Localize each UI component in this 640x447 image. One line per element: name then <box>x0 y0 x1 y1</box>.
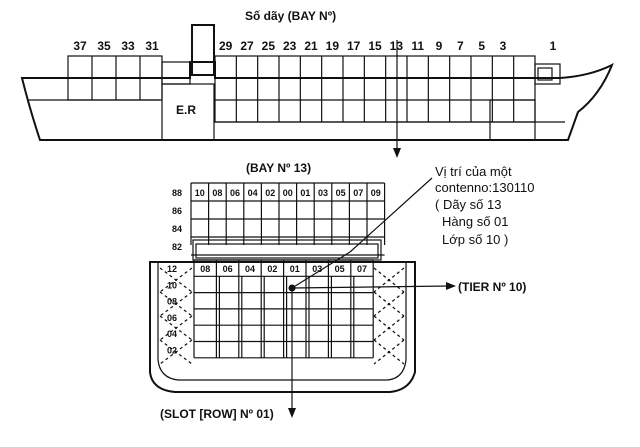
hull-section <box>149 239 416 393</box>
aft-bay-labels: 37 35 33 31 <box>73 39 159 53</box>
bay-number-label: 15 <box>368 39 382 53</box>
bay-number-label: 11 <box>411 39 424 53</box>
deck-row-label: 05 <box>336 188 346 198</box>
hold-row-label: 02 <box>267 264 277 274</box>
hold-tier-label: 12 <box>167 264 177 274</box>
bay-number-title: Số dãy (BAY Nº) <box>245 9 336 23</box>
hold-row-label: 05 <box>335 264 345 274</box>
hold-tier-label: 02 <box>167 346 177 356</box>
hold-row-label: 07 <box>357 264 367 274</box>
deck-row-label: 10 <box>195 188 205 198</box>
annotation-line-2: contenno:130110 <box>435 180 535 195</box>
annotation-line-1: Vị trí của một <box>435 164 512 179</box>
bay-number-label: 13 <box>390 39 404 53</box>
hold-tier-label: 06 <box>167 313 177 323</box>
deck-row-label: 04 <box>248 188 258 198</box>
hold-row-label: 08 <box>200 264 210 274</box>
deck-row-label: 08 <box>212 188 222 198</box>
bay-number-label: 25 <box>262 39 276 53</box>
bay-number-label: 7 <box>457 39 464 53</box>
deck-row-label: 02 <box>265 188 275 198</box>
ship-profile <box>20 24 614 158</box>
deck-row-label: 01 <box>300 188 310 198</box>
deck-row-label: 09 <box>371 188 381 198</box>
deck-tier-label: 84 <box>172 224 182 234</box>
bay-number-label: 37 <box>73 39 87 53</box>
deck-row-label: 00 <box>283 188 293 198</box>
hold-row-label: 04 <box>245 264 255 274</box>
hold-tier-labels: 12 10 08 06 04 02 <box>167 264 177 356</box>
hold-tier-label: 10 <box>167 280 177 290</box>
annotation-line-5: Lớp số 10 ) <box>442 232 508 247</box>
bay-number-label: 27 <box>240 39 254 53</box>
bay-number-label: 3 <box>500 39 507 53</box>
slot-label: (SLOT [ROW] Nº 01) <box>160 407 274 421</box>
hold-tier-label: 04 <box>167 329 177 339</box>
hold-container-grid: 08 06 04 02 01 03 05 07 <box>193 259 374 359</box>
annotation-block: Vị trí của một contenno:130110 ( Dãy số … <box>435 164 535 247</box>
deck-tier-label: 82 <box>172 242 182 252</box>
hold-row-label: 03 <box>312 264 322 274</box>
bay-number-label: 1 <box>550 39 557 53</box>
bay-number-label: 31 <box>145 39 159 53</box>
bay-number-label: 19 <box>326 39 340 53</box>
bay-number-label: 33 <box>121 39 135 53</box>
container-location-marker <box>288 177 456 418</box>
hold-row-label: 06 <box>223 264 233 274</box>
deck-row-label: 07 <box>353 188 363 198</box>
engine-room-label: E.R <box>176 103 196 117</box>
deck-tier-label: 88 <box>172 188 182 198</box>
hold-row-label: 01 <box>290 264 300 274</box>
deck-container-grid: 10 08 06 04 02 00 01 03 05 07 09 <box>190 182 386 256</box>
annotation-line-3: ( Dãy số 13 <box>435 197 501 212</box>
deck-tier-label: 86 <box>172 206 182 216</box>
tier-label: (TIER Nº 10) <box>458 280 526 294</box>
deck-row-label: 03 <box>318 188 328 198</box>
bay-number-label: 35 <box>97 39 111 53</box>
section-title: (BAY Nº 13) <box>246 161 311 175</box>
bay-number-label: 5 <box>478 39 485 53</box>
bay-number-label: 21 <box>304 39 318 53</box>
annotation-line-4: Hàng số 01 <box>442 214 509 229</box>
bay-number-label: 17 <box>347 39 361 53</box>
bay-number-label: 23 <box>283 39 297 53</box>
bay-number-label: 9 <box>436 39 443 53</box>
deck-tier-labels: 88 86 84 82 <box>172 188 182 252</box>
hold-tier-label: 08 <box>167 297 177 307</box>
deck-row-label: 06 <box>230 188 240 198</box>
bay-number-label: 29 <box>219 39 233 53</box>
